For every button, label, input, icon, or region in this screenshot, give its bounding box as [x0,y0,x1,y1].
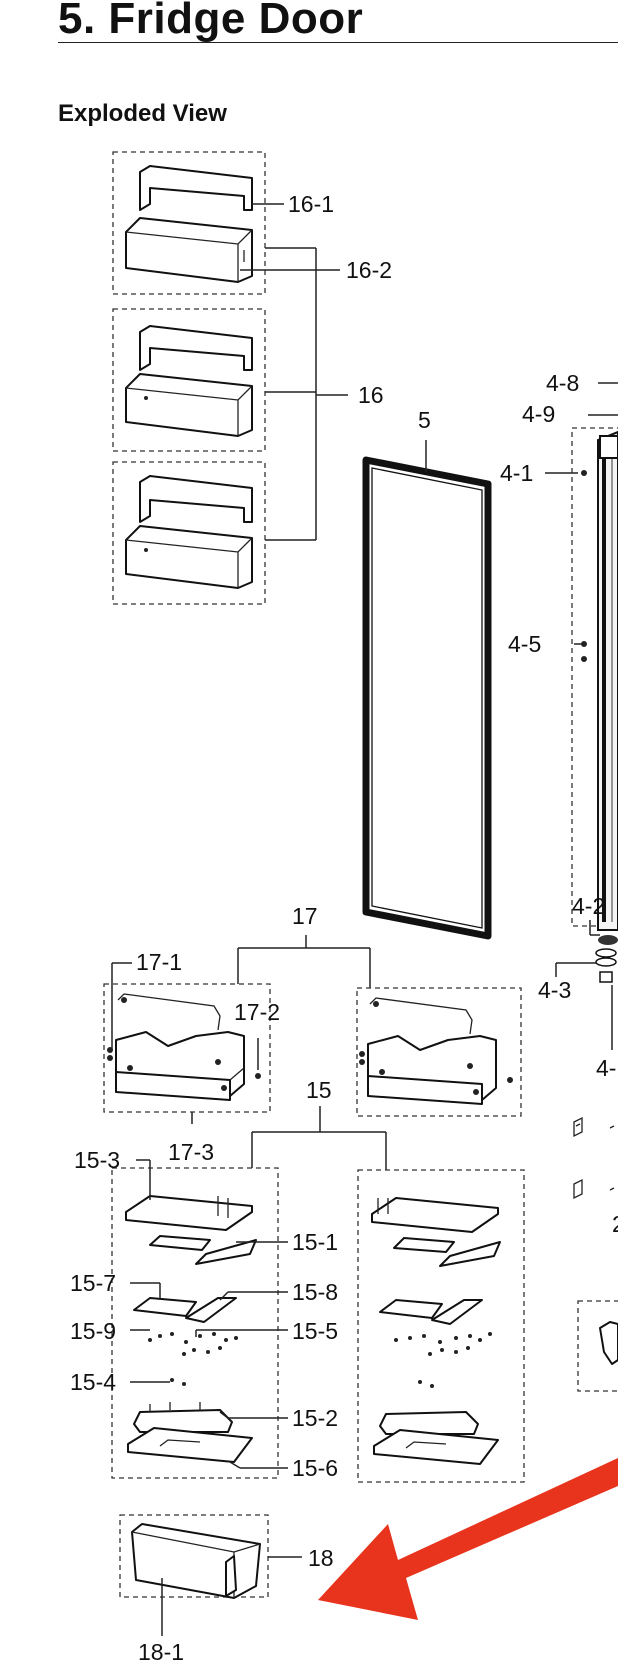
assembly-right [371,1197,501,1465]
label-15-6: 15-6 [292,1455,338,1481]
label-15-4: 15-4 [70,1369,116,1395]
label-2-cut: 2 [612,1211,618,1237]
bin-box-1 [112,151,266,295]
label-17: 17 [292,903,318,929]
shelf-box-left [103,983,271,1113]
label-16-1: 16-1 [288,191,334,217]
label-15-8: 15-8 [292,1279,338,1305]
label-17-1: 17-1 [136,949,182,975]
bin-box-3 [112,461,266,605]
label-4-5: 4-5 [508,631,541,657]
label-4-3: 4-3 [538,977,571,1003]
label-5: 5 [418,407,431,433]
label-18-1: 18-1 [138,1639,184,1665]
shelf-right [359,997,513,1105]
shelf-group-17: 17 [103,903,522,1165]
label-15-3: 15-3 [74,1147,120,1173]
label-17-3: 17-3 [168,1139,214,1165]
label-16-2: 16-2 [346,257,392,283]
label-18: 18 [308,1545,334,1571]
door-gasket-5: 5 [362,407,492,940]
assembly-left [125,1195,257,1463]
bin-group-18: 18 18-1 [119,1514,334,1665]
section-heading: Exploded View [58,100,227,127]
bin-box-2 [112,308,266,452]
shelf-assembly-group-15: 15 [70,1077,525,1483]
label-15-2: 15-2 [292,1405,338,1431]
label-15-5: 15-5 [292,1318,338,1344]
label-16: 16 [358,382,384,408]
page-title: 5. Fridge Door [58,0,364,43]
assembly-box-left [111,1167,279,1479]
right-cut-box [577,1300,618,1392]
title-rule [58,42,618,43]
label-4-cut: 4- [596,1055,616,1081]
red-pointer-arrow [318,1458,618,1620]
label-15-1: 15-1 [292,1229,338,1255]
label-17-2: 17-2 [234,999,280,1025]
shelf-box-right [356,987,522,1117]
door-panel-4: 4-8 4-9 4-1 4-5 4-2 4-3 4- 2 [500,370,618,1392]
assembly-box-right [357,1169,525,1483]
bin-set-1 [125,165,253,283]
bin-set-3 [125,475,253,589]
label-15-7: 15-7 [70,1270,116,1296]
label-4-1: 4-1 [500,460,533,486]
label-4-8: 4-8 [546,370,579,396]
bin-box-18 [119,1514,269,1598]
label-15: 15 [306,1077,332,1103]
label-4-9: 4-9 [522,401,555,427]
label-4-2: 4-2 [572,893,605,919]
bin-set-2 [125,325,253,437]
label-15-9: 15-9 [70,1318,116,1344]
door-bin-group-16: 16-1 16-2 16 [112,151,392,605]
shelf-left [107,993,261,1101]
